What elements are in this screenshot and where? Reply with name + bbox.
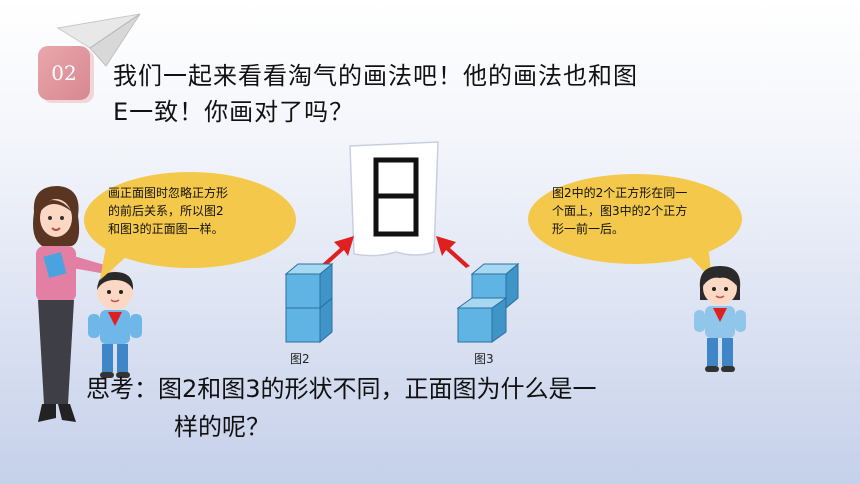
paper-plane-icon [56, 13, 141, 67]
section-number-badge: 02 [38, 46, 90, 100]
arrow-left-icon [320, 236, 354, 268]
figure-2-cubes [284, 262, 334, 344]
speech-bubble-left: 画正面图时忽略正方形 的前后关系，所以图2 和图3的正面图一样。 [84, 172, 296, 280]
think-question: 思考：图2和图3的形状不同，正面图为什么是一 样的呢？ [86, 370, 786, 446]
teacher-illustration [33, 186, 115, 422]
title-line-1: 我们一起来看看淘气的画法吧！他的画法也和图 [113, 62, 638, 90]
bubble-left-line: 画正面图时忽略正方形 [108, 186, 229, 200]
arrow-right-icon [436, 236, 470, 268]
figure-3-label: 图3 [474, 352, 494, 366]
bubble-left-line: 和图3的正面图一样。 [108, 222, 224, 236]
boy-left-illustration [88, 272, 142, 378]
bubble-right-line: 个面上，图3中的2个正方 [552, 204, 688, 218]
figure-3-cubes [456, 262, 520, 343]
page-title: 我们一起来看看淘气的画法吧！他的画法也和图 E一致！你画对了吗？ [113, 58, 833, 130]
speech-bubble-right: 图2中的2个正方形在同一 个面上，图3中的2个正方 形一前一后。 [528, 174, 742, 280]
think-line-2: 样的呢？ [174, 413, 270, 441]
front-view-paper [349, 141, 439, 257]
bubble-tail [100, 246, 134, 280]
think-line-1: 思考：图2和图3的形状不同，正面图为什么是一 [86, 375, 597, 403]
bubble-right-line: 形一前一后。 [552, 222, 625, 236]
bubble-right-line: 图2中的2个正方形在同一 [552, 186, 688, 200]
bubble-tail [678, 244, 712, 280]
girl-right-illustration [694, 266, 746, 372]
figure-2-label: 图2 [290, 352, 310, 366]
title-line-2: E一致！你画对了吗？ [113, 98, 355, 126]
bubble-left-line: 的前后关系，所以图2 [108, 204, 224, 218]
